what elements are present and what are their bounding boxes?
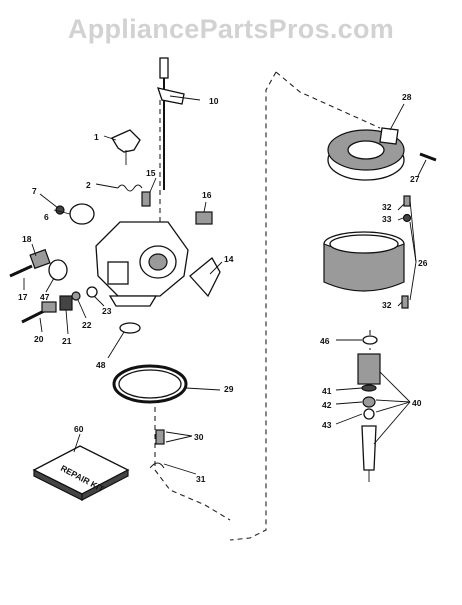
- callout-label: 26: [418, 258, 428, 268]
- callout-label: 17: [18, 292, 28, 302]
- throttle-shaft-part: [157, 57, 185, 190]
- throttle-plate-part: [69, 203, 95, 225]
- callout-label: 2: [86, 180, 91, 190]
- assembly-guide-line: [229, 71, 277, 541]
- callout-label: 43: [322, 420, 332, 430]
- main-jet-assembly: [357, 353, 381, 482]
- carburetor-body: [95, 221, 189, 307]
- assembly-guide-line: [154, 380, 231, 521]
- spring-part: [117, 184, 143, 192]
- callout-label: 40: [412, 398, 422, 408]
- needle-valve-part: [155, 429, 165, 445]
- callout-label: 23: [102, 306, 112, 316]
- callout-label: 15: [146, 168, 156, 178]
- callout-label: 1: [94, 132, 99, 142]
- callout-label: 47: [40, 292, 50, 302]
- callout-label: 32: [382, 202, 392, 212]
- callout-label: 29: [224, 384, 234, 394]
- callout-label: 46: [320, 336, 330, 346]
- gasket-part: [189, 257, 221, 298]
- callout-labels: 10 1 2 15 7 6 16 14 18 17 47 20 21 22 23…: [18, 92, 428, 484]
- callout-label: 14: [224, 254, 234, 264]
- needle-spring-part: [59, 295, 73, 311]
- float-pin-part: [401, 295, 409, 309]
- bracket-part: [111, 129, 141, 153]
- screw-part: [141, 191, 151, 207]
- washer-part: [86, 286, 98, 298]
- callout-label: 28: [402, 92, 412, 102]
- assembly-guide-line: [275, 71, 381, 129]
- idle-screw-part: [9, 264, 33, 278]
- callout-label: 60: [74, 424, 84, 434]
- o-ring-part: [119, 322, 141, 334]
- washer-part: [71, 291, 81, 301]
- welch-plug-part: [48, 259, 68, 281]
- callout-label: 22: [82, 320, 92, 330]
- watermark: AppliancePartsPros.com: [67, 14, 395, 44]
- callout-label: 33: [382, 214, 392, 224]
- repair-kit-part: REPAIR KIT: [32, 445, 130, 501]
- float-pin-part: [403, 195, 411, 207]
- callout-label: 42: [322, 400, 332, 410]
- callout-label: 32: [382, 300, 392, 310]
- float-part: [323, 231, 405, 292]
- bowl-nut-part: [362, 335, 378, 345]
- callout-label: 20: [34, 334, 44, 344]
- clip-part: [149, 462, 165, 469]
- callout-label: 7: [32, 186, 37, 196]
- callout-label: 27: [410, 174, 420, 184]
- callout-label: 48: [96, 360, 106, 370]
- callout-label: 16: [202, 190, 212, 200]
- callout-label: 6: [44, 212, 49, 222]
- callout-label: 41: [322, 386, 332, 396]
- bowl-cover-part: [327, 127, 405, 181]
- fitting-part: [195, 211, 213, 225]
- inlet-fitting-part: [29, 248, 51, 270]
- callout-label: 18: [22, 234, 32, 244]
- pin-part: [419, 152, 437, 162]
- float-washer-part: [402, 213, 412, 223]
- callout-label: 30: [194, 432, 204, 442]
- callout-label: 10: [209, 96, 219, 106]
- callout-label: 21: [62, 336, 72, 346]
- callout-label: 31: [196, 474, 206, 484]
- leader-lines: [23, 95, 427, 475]
